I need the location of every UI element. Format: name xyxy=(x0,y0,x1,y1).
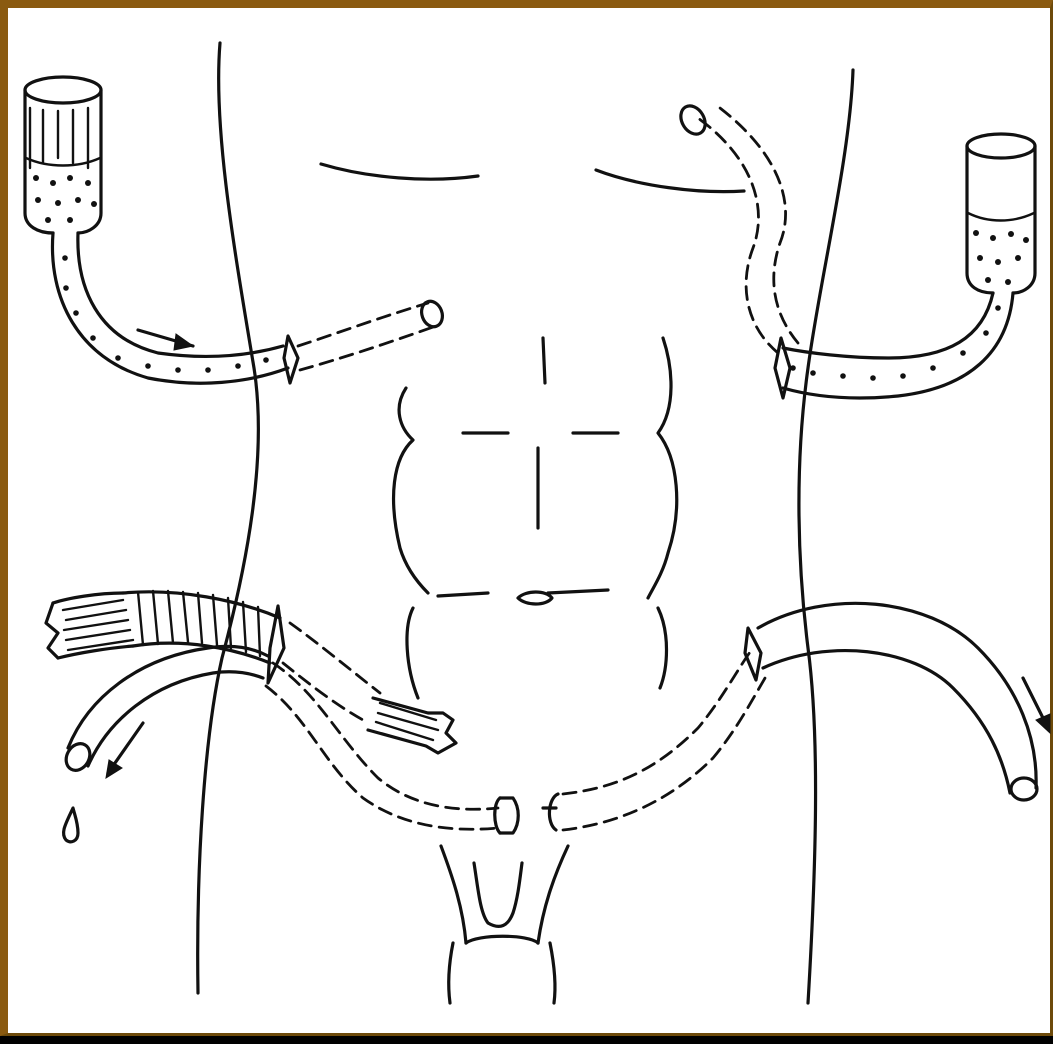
flow-arrow-icon xyxy=(138,330,193,350)
torso-outline xyxy=(198,43,853,1003)
irrigation-reservoir-left xyxy=(25,77,446,383)
fluid-dots-right xyxy=(973,230,1029,285)
gauze-wick-drain xyxy=(46,591,456,753)
fluid-dots-right-tube xyxy=(790,305,1001,381)
abdominal-muscles xyxy=(394,338,677,698)
flow-arrow-icon xyxy=(106,723,143,778)
abdominal-drainage-illustration xyxy=(8,8,1053,1044)
fluid-dots-left xyxy=(33,175,97,223)
fluid-drop-icon xyxy=(64,808,78,842)
irrigation-reservoir-right xyxy=(676,102,1035,398)
